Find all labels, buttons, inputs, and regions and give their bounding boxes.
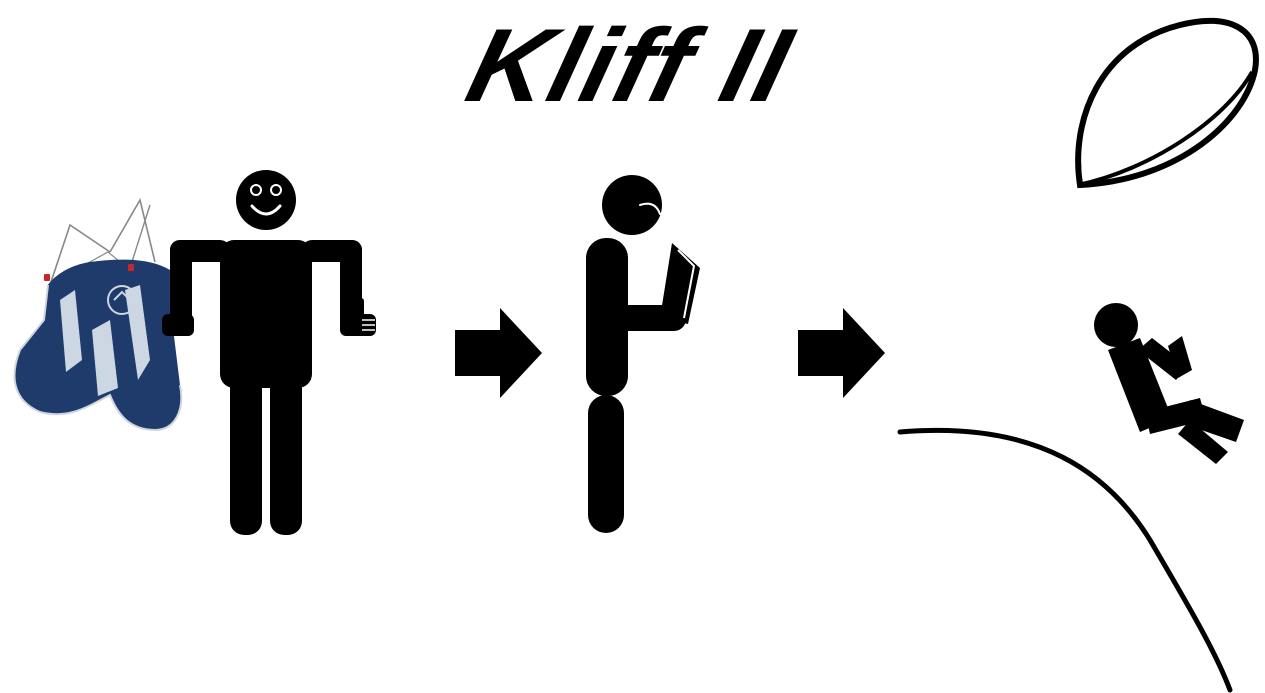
reading-person-icon — [586, 175, 700, 533]
reserve-parachute-icon — [1078, 21, 1256, 185]
harness-icon — [15, 200, 182, 430]
right-arrow-icon — [798, 308, 885, 398]
right-arrow-icon — [455, 308, 542, 398]
head — [236, 170, 296, 230]
happy-person-icon — [162, 170, 376, 535]
carabiner-mark — [44, 274, 50, 281]
head — [1094, 303, 1138, 347]
carabiner-mark — [128, 264, 134, 271]
slope-curve-icon — [900, 430, 1230, 690]
pilot-in-harness-icon — [1094, 303, 1244, 464]
